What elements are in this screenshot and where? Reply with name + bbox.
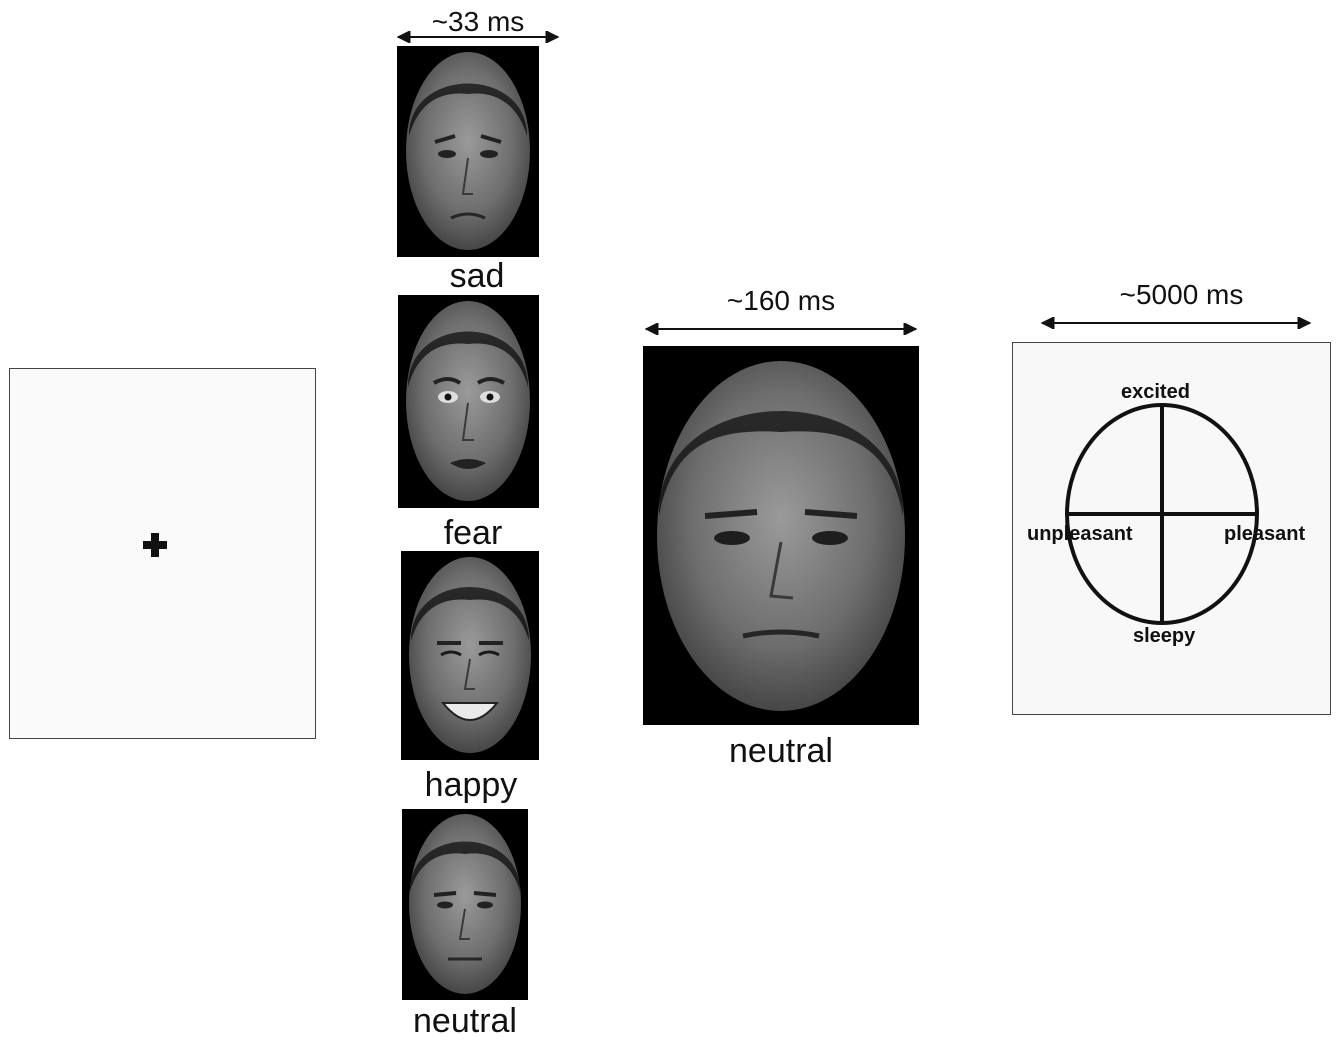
face-photo-sad [397, 46, 539, 257]
face-label-neutral-target: neutral [729, 732, 833, 770]
rating-duration-arrow [1038, 317, 1314, 329]
rating-label-left: unpleasant [1027, 523, 1133, 545]
face-label-happy: happy [424, 766, 518, 804]
fixation-cross-icon [140, 530, 170, 560]
target-duration: ~160 ms [726, 285, 836, 316]
prime-duration: ~33 ms [431, 6, 525, 37]
face-label-sad: sad [449, 257, 505, 295]
affect-grid [1065, 403, 1259, 625]
fixation-screen [9, 368, 316, 739]
face-photo-happy [401, 551, 539, 760]
face-photo-neutral-target [643, 346, 919, 725]
rating-duration: ~5000 ms [1119, 279, 1244, 310]
face-label-fear: fear [443, 514, 503, 552]
target-duration-arrow [642, 323, 920, 335]
rating-label-bottom: sleepy [1133, 625, 1196, 647]
rating-label-top: excited [1121, 381, 1190, 403]
prime-duration-arrow [394, 31, 562, 43]
face-photo-neutral-prime [402, 809, 528, 1000]
face-label-neutral-prime: neutral [413, 1002, 517, 1040]
rating-label-right: pleasant [1224, 523, 1306, 545]
face-photo-fear [398, 295, 539, 508]
